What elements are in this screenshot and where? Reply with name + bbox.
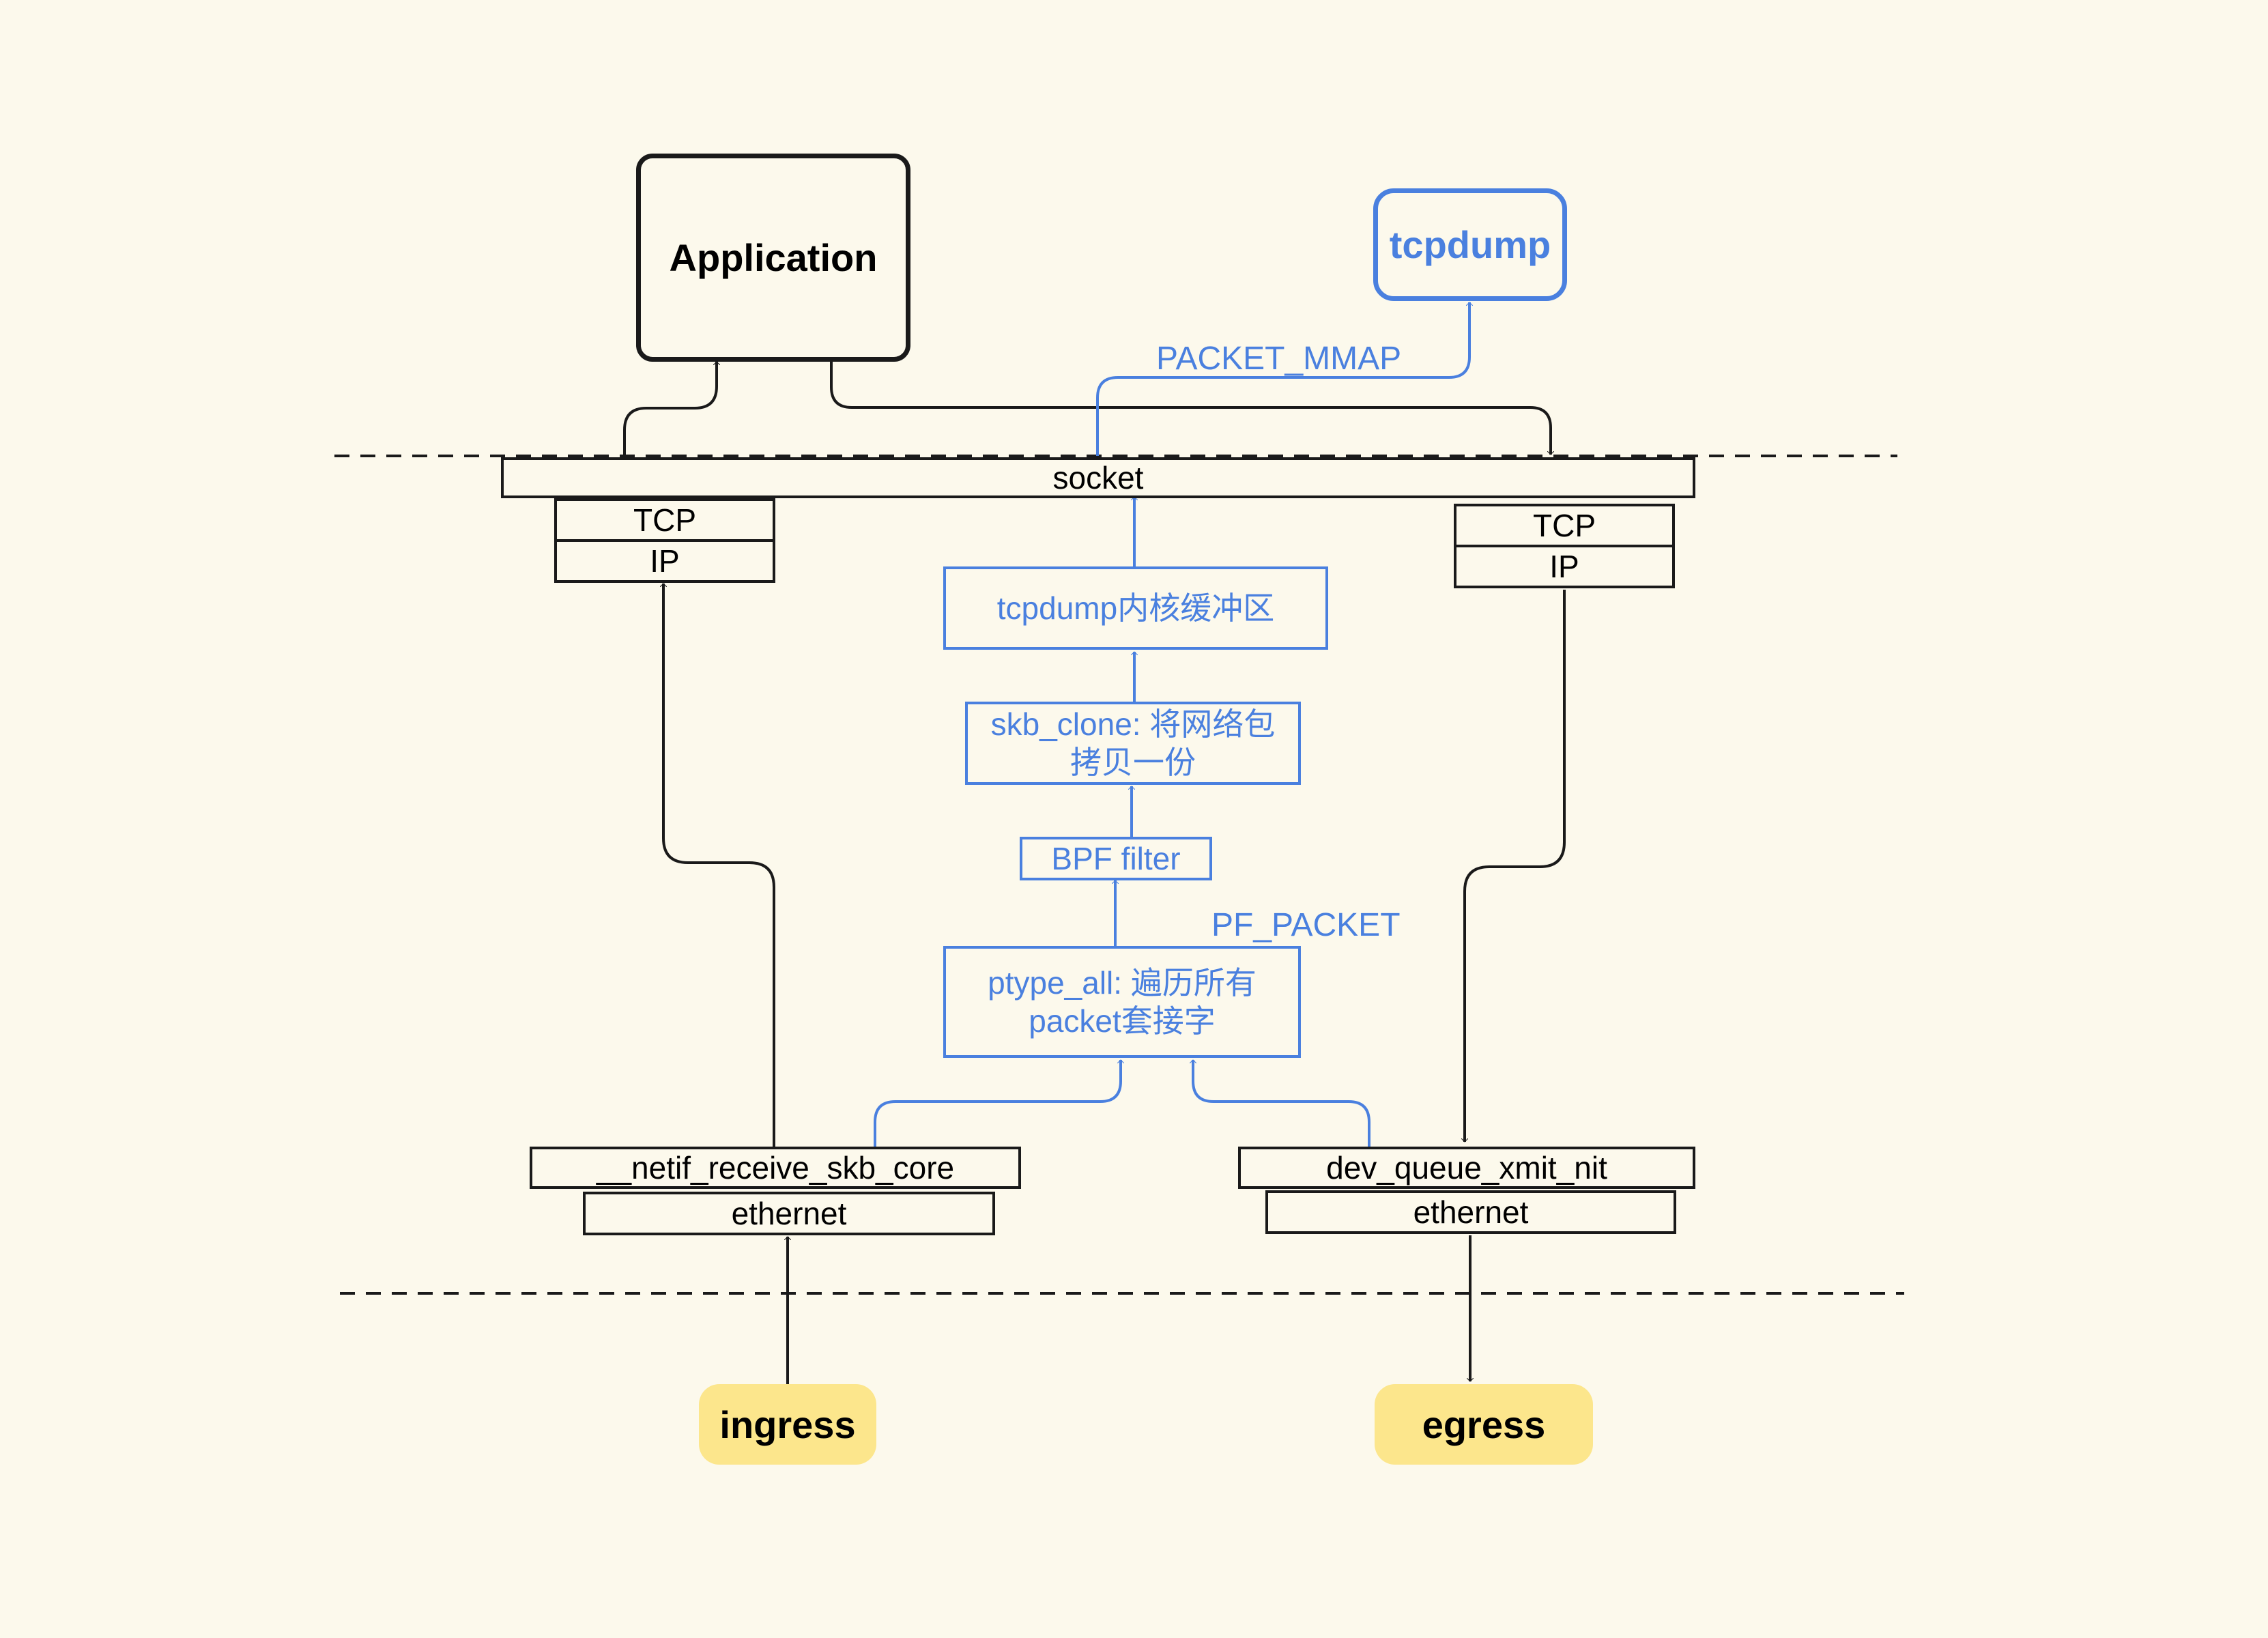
arrow-netif-to-ptype [874, 1060, 1121, 1147]
skb-clone-line2: 拷贝一份 [1070, 745, 1196, 780]
right-tcp-layer: TCP [1454, 504, 1675, 547]
pf-packet-label: PF_PACKET [1211, 907, 1401, 943]
application-node: Application [636, 154, 910, 362]
arrow-ip-to-dev-queue [1465, 590, 1566, 1142]
bpf-filter-node: BPF filter [1020, 837, 1212, 880]
left-ip-layer: IP [554, 539, 775, 583]
arrow-socket-to-application [623, 362, 717, 456]
skb-clone-node: skb_clone: 将网络包 拷贝一份 [965, 702, 1301, 785]
socket-layer: socket [501, 457, 1695, 498]
arrow-socket-to-tcpdump [1096, 302, 1469, 456]
ptype-all-node: ptype_all: 遍历所有 packet套接字 [943, 946, 1301, 1058]
ingress-node: ingress [699, 1384, 876, 1465]
ptype-all-line1: ptype_all: 遍历所有 [988, 965, 1257, 1001]
dev-queue-xmit-nit-layer: dev_queue_xmit_nit [1238, 1147, 1695, 1189]
skb-clone-line1: skb_clone: 将网络包 [990, 706, 1276, 742]
left-tcp-layer: TCP [554, 498, 775, 542]
egress-node: egress [1375, 1384, 1593, 1465]
right-ethernet-layer: ethernet [1265, 1190, 1676, 1234]
left-ethernet-layer: ethernet [583, 1192, 995, 1235]
packet-mmap-label: PACKET_MMAP [1156, 341, 1402, 377]
arrow-dev-queue-to-ptype [1193, 1060, 1370, 1147]
ptype-all-line2: packet套接字 [1029, 1003, 1216, 1039]
tcpdump-kernel-buffer: tcpdump内核缓冲区 [943, 566, 1328, 650]
arrow-application-to-socket [830, 362, 1551, 455]
netif-receive-skb-core-layer: __netif_receive_skb_core [530, 1147, 1021, 1189]
arrow-netif-to-ip [663, 584, 775, 1147]
right-ip-layer: IP [1454, 545, 1675, 588]
tcpdump-node: tcpdump [1373, 188, 1567, 301]
